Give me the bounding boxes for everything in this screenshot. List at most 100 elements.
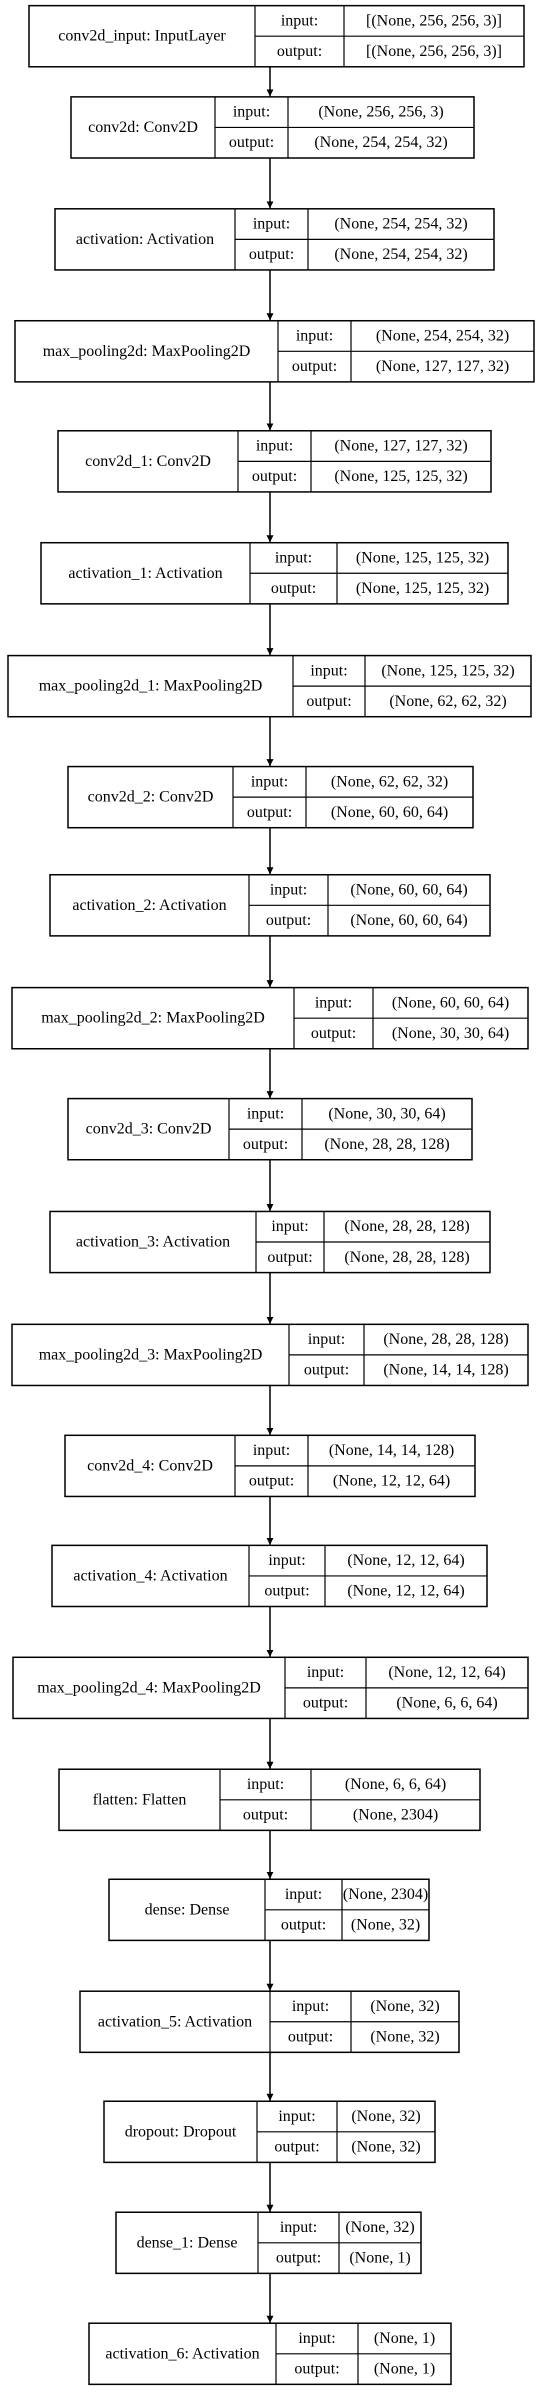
layer-name: max_pooling2d_2: MaxPooling2D xyxy=(41,1010,265,1027)
output-shape: (None, 125, 125, 32) xyxy=(356,580,489,597)
layer-name: conv2d_3: Conv2D xyxy=(86,1121,212,1138)
layer-name: max_pooling2d: MaxPooling2D xyxy=(43,343,251,360)
layer-name: activation_3: Activation xyxy=(76,1234,230,1251)
input-label: input: xyxy=(251,773,288,790)
input-label: input: xyxy=(315,994,352,1011)
nodes-group: conv2d_input: InputLayer input: output: [(N… xyxy=(7,4,535,2386)
layer-node: activation_2: Activationinput:output:(No… xyxy=(49,873,491,937)
layer-name: max_pooling2d_3: MaxPooling2D xyxy=(39,1346,263,1363)
output-shape: (None, 6, 6, 64) xyxy=(396,1695,497,1712)
input-label: input: xyxy=(275,549,312,566)
layer-name: conv2d_2: Conv2D xyxy=(88,789,214,806)
output-label: output: xyxy=(271,580,316,597)
output-shape: (None, 254, 254, 32) xyxy=(334,246,467,263)
output-label: output: xyxy=(274,2139,319,2156)
input-shape: (None, 12, 12, 64) xyxy=(347,1552,464,1569)
layer-name: activation_4: Activation xyxy=(73,1567,227,1584)
layer-node: activation: Activationinput:output:(None… xyxy=(54,208,495,271)
layer-name: max_pooling2d_4: MaxPooling2D xyxy=(37,1679,261,1696)
output-label: output: xyxy=(249,1473,294,1490)
input-label: input: xyxy=(278,2108,315,2125)
input-label: input: xyxy=(296,328,333,345)
output-label: output: xyxy=(252,468,297,485)
input-shape: (None, 254, 254, 32) xyxy=(334,216,467,233)
output-shape: (None, 2304) xyxy=(353,1807,438,1824)
input-label: input: xyxy=(233,104,270,121)
input-shape: (None, 60, 60, 64) xyxy=(392,994,509,1011)
output-shape: (None, 60, 60, 64) xyxy=(350,912,467,929)
output-shape: (None, 125, 125, 32) xyxy=(334,468,467,485)
output-label: output: xyxy=(294,2361,339,2378)
output-label: output: xyxy=(311,1025,356,1042)
input-label: input: xyxy=(298,2330,335,2347)
input-label: input: xyxy=(268,1552,305,1569)
input-label: input: xyxy=(247,1776,284,1793)
output-shape: (None, 1) xyxy=(374,2361,435,2378)
layer-node: activation_6: Activationinput:output:(No… xyxy=(88,2322,452,2386)
layer-name: max_pooling2d_1: MaxPooling2D xyxy=(39,678,263,695)
layer-name: dropout: Dropout xyxy=(125,2123,237,2140)
output-shape: (None, 32) xyxy=(351,1917,420,1934)
input-shape: (None, 30, 30, 64) xyxy=(328,1105,445,1122)
input-shape: (None, 2304) xyxy=(343,1886,428,1903)
output-label: output: xyxy=(277,43,322,60)
layer-name: activation_2: Activation xyxy=(72,897,226,914)
input-shape: (None, 28, 28, 128) xyxy=(383,1331,508,1348)
output-label: output: xyxy=(267,1249,312,1266)
output-shape: (None, 32) xyxy=(351,2139,420,2156)
output-label: output: xyxy=(276,2250,321,2267)
output-shape: (None, 28, 28, 128) xyxy=(344,1249,469,1266)
layer-name: conv2d_input: InputLayer xyxy=(58,28,226,45)
layer-name: activation: Activation xyxy=(76,231,214,248)
layer-name: conv2d: Conv2D xyxy=(88,119,198,136)
input-shape: [(None, 256, 256, 3)] xyxy=(366,12,502,29)
output-label: output: xyxy=(249,246,294,263)
input-shape: (None, 127, 127, 32) xyxy=(334,438,467,455)
layer-node: conv2d_input: InputLayer input: output: [(N… xyxy=(28,4,525,68)
output-shape: (None, 12, 12, 64) xyxy=(333,1473,450,1490)
input-label: input: xyxy=(271,1218,308,1235)
input-shape: (None, 28, 28, 128) xyxy=(344,1218,469,1235)
input-shape: (None, 32) xyxy=(351,2108,420,2125)
layer-name: dense: Dense xyxy=(145,1901,230,1918)
layer-node: dropout: Dropout input: output: (None, 32) (… xyxy=(103,2100,436,2164)
output-shape: (None, 12, 12, 64) xyxy=(347,1583,464,1600)
layer-node: max_pooling2d_2: MaxPooling2D input: outpu… xyxy=(11,986,529,1050)
output-label: output: xyxy=(243,1136,288,1153)
output-shape: [(None, 256, 256, 3)] xyxy=(366,43,502,60)
output-shape: (None, 28, 28, 128) xyxy=(324,1136,449,1153)
input-shape: (None, 60, 60, 64) xyxy=(350,882,467,899)
output-shape: (None, 30, 30, 64) xyxy=(392,1025,509,1042)
layer-name: activation_5: Activation xyxy=(98,2013,252,2030)
output-shape: (None, 14, 14, 128) xyxy=(383,1362,508,1379)
input-label: input: xyxy=(253,1442,290,1459)
input-label: input: xyxy=(281,12,318,29)
output-label: output: xyxy=(288,2029,333,2046)
input-shape: (None, 256, 256, 3) xyxy=(318,104,443,121)
layer-node: max_pooling2d_1: MaxPooling2Dinput:outpu… xyxy=(7,654,532,718)
output-label: output: xyxy=(243,1807,288,1824)
layer-node: max_pooling2d: MaxPooling2D input: output:… xyxy=(14,319,535,383)
output-label: output: xyxy=(266,912,311,929)
input-shape: (None, 62, 62, 32) xyxy=(331,773,448,790)
input-shape: (None, 12, 12, 64) xyxy=(388,1664,505,1681)
input-shape: (None, 254, 254, 32) xyxy=(376,328,509,345)
output-label: output: xyxy=(229,134,274,151)
layer-name: activation_1: Activation xyxy=(68,565,222,582)
output-shape: (None, 127, 127, 32) xyxy=(376,358,509,375)
layer-name: conv2d_1: Conv2D xyxy=(85,453,211,470)
input-label: input: xyxy=(292,1998,329,2015)
input-shape: (None, 6, 6, 64) xyxy=(345,1776,446,1793)
output-shape: (None, 254, 254, 32) xyxy=(314,134,447,151)
layer-node: max_pooling2d_4: MaxPooling2Dinput:outpu… xyxy=(12,1656,529,1720)
layer-node: activation_1: Activation input: output: (No… xyxy=(40,541,509,605)
input-shape: (None, 14, 14, 128) xyxy=(329,1442,454,1459)
output-label: output: xyxy=(292,358,337,375)
